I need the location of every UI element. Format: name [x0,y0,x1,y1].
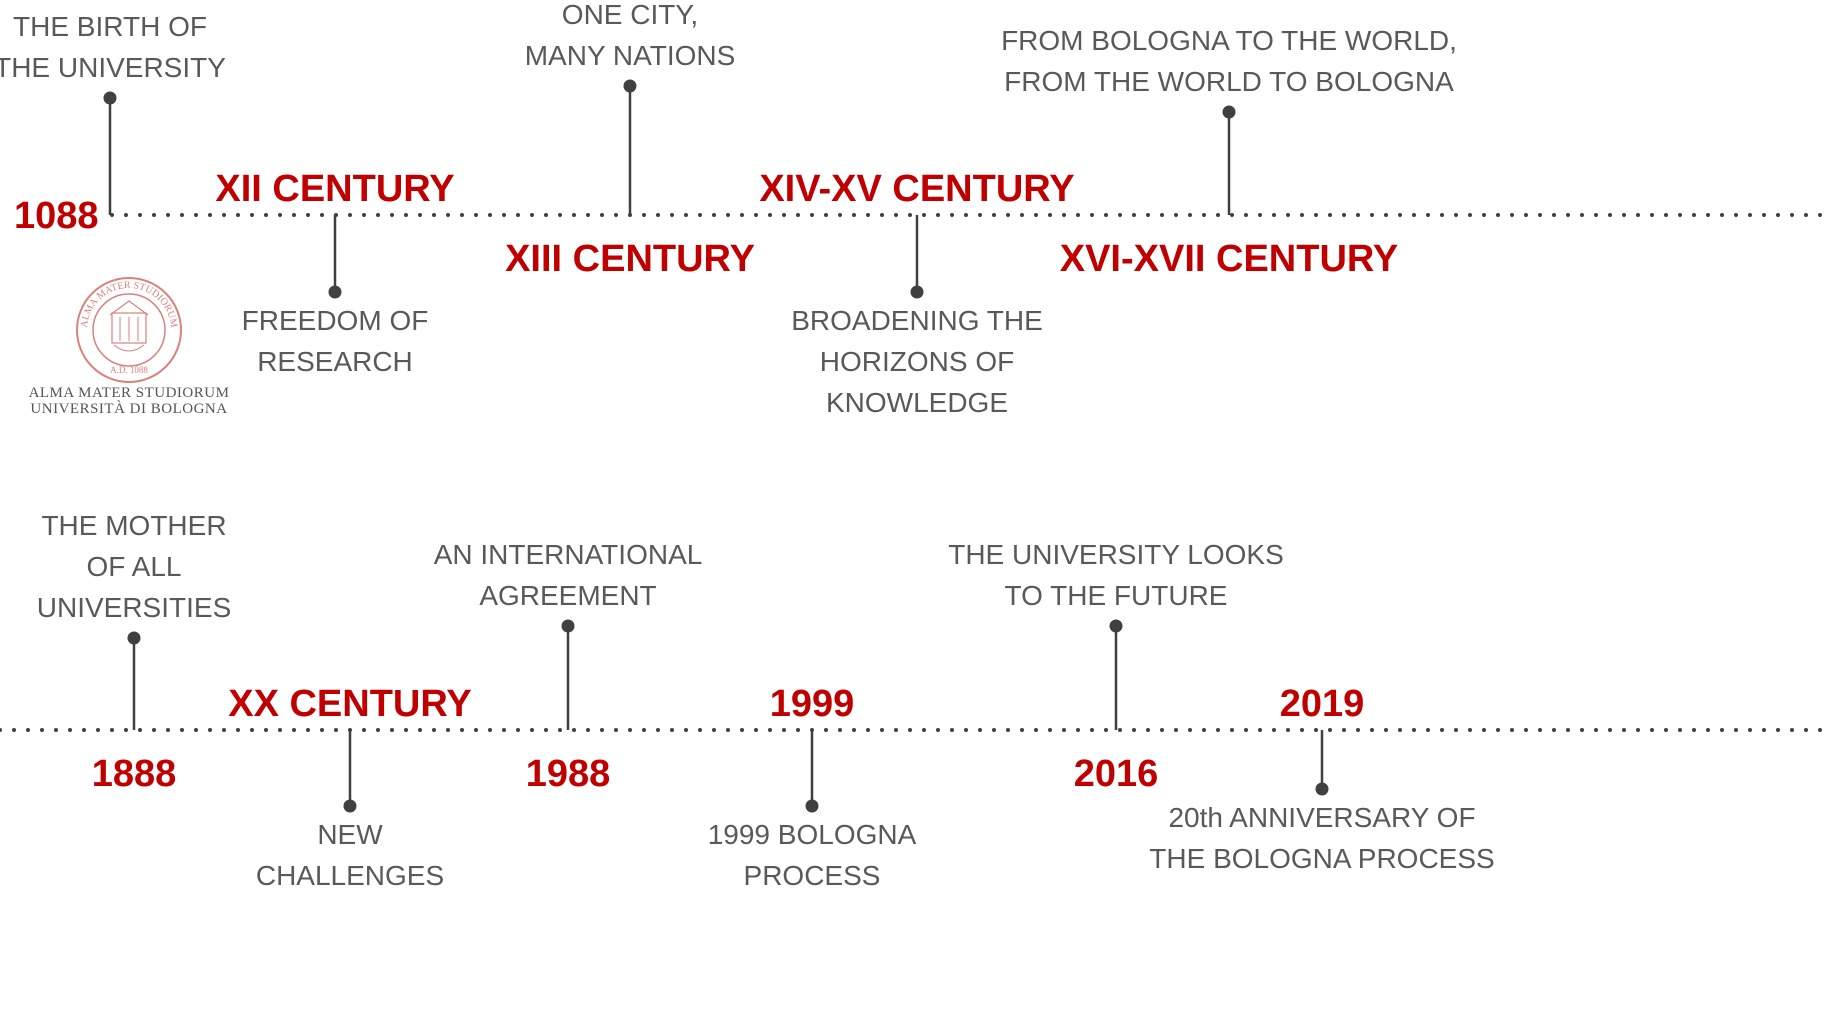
event-label-line: OF ALL [86,551,182,582]
event-dot [343,799,357,813]
event-dot [805,799,819,813]
event-label-line: AGREEMENT [479,580,657,611]
event-label: BROADENING THE HORIZONS OF KNOWLEDGE [791,300,1043,423]
event-label-line: 20th ANNIVERSARY OF [1168,802,1476,833]
logo-line-1: ALMA MATER STUDIORUM [28,385,230,401]
event-label-line: PROCESS [743,860,881,891]
event-year: 1999 [769,683,855,725]
event-label: FREEDOM OF RESEARCH [242,300,429,382]
event-year: XIII CENTURY [505,238,755,280]
event-label-line: BROADENING THE [791,305,1043,336]
event-dot [1315,782,1329,796]
event-label-line: UNIVERSITIES [36,592,232,623]
event-label-line: FREEDOM OF [241,305,429,336]
logo-line-2: UNIVERSITÀ DI BOLOGNA [30,401,228,417]
event-label: THE MOTHER OF ALL UNIVERSITIES [37,505,231,628]
event-label: 1999 BOLOGNA PROCESS [708,814,917,896]
event-dot [328,285,342,299]
event-label: AN INTERNATIONAL AGREEMENT [434,534,703,616]
event-label-line: HORIZONS OF [819,346,1015,377]
event-dot [623,79,637,93]
event-label-line: 1999 BOLOGNA [707,819,917,850]
event-dot [1222,105,1236,119]
event-year: XIV-XV CENTURY [759,168,1075,210]
event-label: 20th ANNIVERSARY OF THE BOLOGNA PROCESS [1149,797,1494,879]
event-label-line: FROM BOLOGNA TO THE WORLD, [1001,25,1457,56]
event-label-line: MANY NATIONS [524,40,736,71]
event-year: 2016 [1073,753,1159,795]
event-year: 1888 [91,753,177,795]
event-label-line: KNOWLEDGE [825,387,1009,418]
event-dot [1109,619,1123,633]
event-label: FROM BOLOGNA TO THE WORLD, FROM THE WORLD… [1001,20,1457,102]
event-label-line: THE UNIVERSITY LOOKS [948,539,1284,570]
event-label-line: NEW [317,819,383,850]
event-year: 1088 [14,195,99,237]
event-label: ONE CITY, MANY NATIONS [525,0,736,76]
event-dot [103,91,117,105]
event-label-line: RESEARCH [257,346,413,377]
event-year: 1988 [525,753,611,795]
event-year: XVI-XVII CENTURY [1059,238,1399,280]
event-year: XII CENTURY [215,168,455,210]
event-label-line: THE BOLOGNA PROCESS [1149,843,1495,874]
event-label-line: THE BIRTH OF [13,11,207,42]
seal-date: A.D. 1088 [110,365,148,375]
event-label-line: TO THE FUTURE [1004,580,1228,611]
event-label: THE UNIVERSITY LOOKS TO THE FUTURE [948,534,1284,616]
event-label-line: THE UNIVERSITY [0,52,226,83]
event-label: THE BIRTH OF THE UNIVERSITY [0,6,226,88]
event-label-line: FROM THE WORLD TO BOLOGNA [1004,66,1454,97]
event-dot [910,285,924,299]
event-label-line: CHALLENGES [255,860,445,891]
event-year: XX CENTURY [228,683,472,725]
event-label-line: ONE CITY, [561,0,699,30]
event-label-line: THE MOTHER [41,510,227,541]
event-dot [127,631,141,645]
university-seal-icon: ALMA MATER STUDIORUM A.D. 1088 [76,277,182,383]
event-label: NEW CHALLENGES [256,814,444,896]
event-label-line: AN INTERNATIONAL [433,539,703,570]
event-dot [561,619,575,633]
event-year: 2019 [1279,683,1365,725]
university-logo: ALMA MATER STUDIORUM A.D. 1088 ALMA MATE… [14,275,244,417]
